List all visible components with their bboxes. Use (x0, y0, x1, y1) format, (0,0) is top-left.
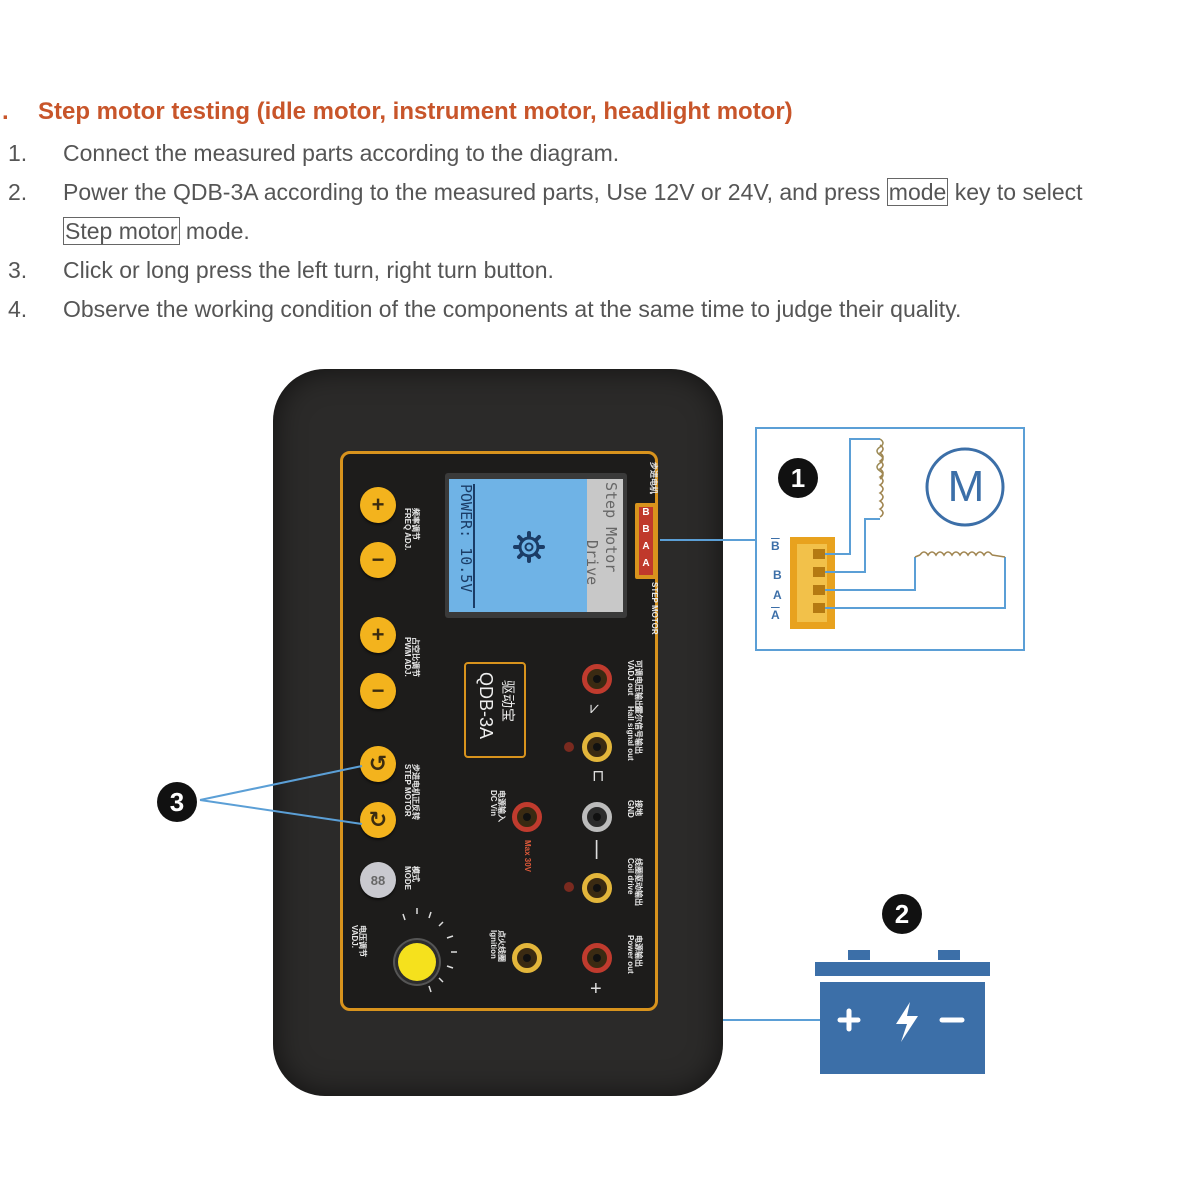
minus-symbol: | (594, 838, 600, 860)
dc-vin-jack[interactable] (512, 802, 542, 832)
freq-plus-button[interactable]: + (360, 487, 396, 523)
model-name: QDB-3A (476, 672, 496, 740)
freq-minus-button[interactable]: − (360, 542, 396, 578)
lcd-divider (473, 484, 475, 608)
gear-icon (513, 531, 545, 563)
freq-label-cn: 频率调节 (411, 508, 420, 540)
wire-label-b: B (773, 568, 782, 582)
step-text: Step motor mode. (63, 217, 250, 245)
step-text-part: Power the QDB-3A according to the measur… (63, 179, 887, 205)
heading-text: Step motor testing (idle motor, instrume… (38, 98, 793, 125)
dcvin-label-cn: 电源输入 (497, 790, 506, 822)
vadj-out-label-cn: 可调电压输出 (634, 660, 643, 708)
lcd-mode-line-1: Step Motor (602, 482, 620, 573)
battery-svg (723, 950, 990, 1074)
step-number: 1. (8, 140, 28, 166)
mode-label-cn: 模式 (411, 866, 420, 882)
power-out-label-cn: 电源输出 (634, 935, 643, 967)
heading-bullet: . (2, 98, 9, 125)
brand-name: 驱动宝 (500, 680, 516, 722)
voltage-adjust-knob[interactable] (398, 943, 436, 981)
motor-symbol: M (947, 462, 985, 511)
ignition-jack[interactable] (512, 943, 542, 973)
pwm-minus-button[interactable]: − (360, 673, 396, 709)
hall-signal-jack[interactable] (582, 732, 612, 762)
step-number: 4. (8, 296, 28, 322)
step-motor-label: STEP MOTOR (650, 582, 659, 635)
pin-label: B (639, 524, 653, 541)
indicator-led (564, 742, 574, 752)
coil-label-cn: 线圈驱动输出 (634, 858, 643, 906)
step-number: 3. (8, 257, 28, 283)
step-text: Power the QDB-3A according to the measur… (63, 178, 1083, 206)
vadj-label-cn: 电压调节 (358, 925, 367, 957)
step-header-cn: 步进电机 (649, 462, 658, 494)
mode-key-box: mode (886, 178, 949, 206)
pwm-label-cn: 占空比调节 (411, 637, 420, 677)
step-text: Observe the working condition of the com… (63, 296, 962, 322)
callout-line-1 (660, 539, 757, 541)
mode-button[interactable]: 88 (360, 862, 396, 898)
callout-number-1: 1 (778, 458, 818, 498)
pulse-symbol: ⊓ (592, 768, 605, 785)
model-logo-box (464, 662, 526, 758)
wire-label-a-bar: A (771, 608, 780, 622)
max-voltage-label: Max 30V (523, 840, 532, 873)
right-turn-button[interactable]: ↻ (360, 802, 396, 838)
indicator-led (564, 882, 574, 892)
step-text-part: key to select (948, 179, 1083, 205)
gnd-label-cn: 接地 (634, 800, 643, 816)
step-text: Click or long press the left turn, right… (63, 257, 554, 283)
callout-line-3 (199, 765, 363, 825)
step-text: Connect the measured parts according to … (63, 140, 620, 166)
plus-symbol: + (590, 978, 602, 1000)
pwm-plus-button[interactable]: + (360, 617, 396, 653)
pin-header-labels: B B A A (639, 507, 653, 575)
motor-wiring-svg (790, 438, 1006, 629)
wire-label-b-bar: B (771, 539, 780, 553)
wire-label-a: A (773, 588, 782, 602)
power-out-jack[interactable] (582, 943, 612, 973)
ignition-label-cn: 点火线圈 (497, 930, 506, 962)
vadj-symbol: ⩗ (590, 700, 600, 717)
lcd-mode-strip (587, 479, 623, 612)
knob-scale (402, 908, 457, 993)
pin-label: B (639, 507, 653, 524)
motor-wiring-diagram (755, 427, 1025, 651)
step-text-part: mode. (179, 218, 250, 244)
gnd-jack[interactable] (582, 802, 612, 832)
lcd-mode-line-2: Drive (583, 540, 601, 586)
left-turn-button[interactable]: ↺ (360, 746, 396, 782)
callout-number-2: 2 (882, 894, 922, 934)
pin-label: A (639, 541, 653, 558)
pin-label: A (639, 558, 653, 575)
step-motor-btn-label-cn: 步进电机正反转 (411, 764, 420, 820)
step-motor-box: Step motor (63, 217, 180, 245)
vadj-out-jack[interactable] (582, 664, 612, 694)
step-number: 2. (8, 179, 28, 205)
callout-number-3: 3 (157, 782, 197, 822)
hall-label-cn: 霍尔信号输出 (634, 706, 643, 754)
coil-drive-jack[interactable] (582, 873, 612, 903)
